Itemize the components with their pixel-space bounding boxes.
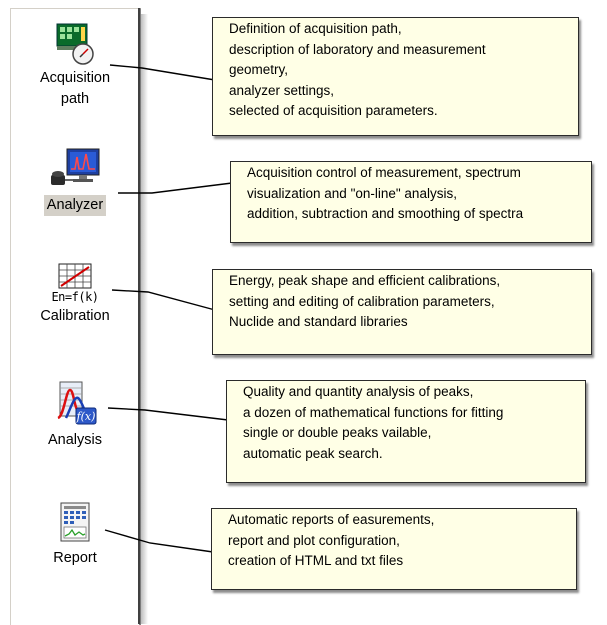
callout-acquisition: Definition of acquisition path, descript… bbox=[212, 17, 579, 136]
callout-line: geometry, bbox=[229, 62, 289, 77]
report-icon bbox=[60, 502, 90, 542]
callout-line: selected of acquisition parameters. bbox=[229, 103, 438, 118]
tool-label-calibration: Calibration bbox=[40, 308, 110, 324]
callout-line: analyzer settings, bbox=[229, 82, 335, 98]
calibration-icon-text: En=f(k) bbox=[51, 290, 99, 304]
callout-line: description of laboratory and measuremen… bbox=[229, 41, 486, 57]
tool-label-report: Report bbox=[53, 550, 97, 566]
tool-label-analysis: Analysis bbox=[48, 432, 102, 448]
connector-acquisition bbox=[109, 64, 216, 81]
tool-label-analyzer: Analyzer bbox=[43, 195, 107, 216]
callout-report: Automatic reports of easurements, report… bbox=[211, 508, 577, 590]
callout-line: single or double peaks vailable, bbox=[243, 425, 432, 440]
callout-line: Acquisition control of measurement, spec… bbox=[247, 165, 521, 180]
tool-report[interactable]: Report bbox=[12, 500, 138, 569]
callout-line: Quality and quantity analysis of peaks, bbox=[243, 384, 474, 399]
tool-calibration[interactable]: En=f(k) Calibration bbox=[12, 262, 138, 327]
callout-line: creation of HTML and txt files bbox=[228, 553, 404, 568]
connector-analyzer bbox=[118, 182, 233, 194]
callout-line: addition, subtraction and smoothing of s… bbox=[247, 206, 524, 221]
acquisition-path-icon bbox=[56, 23, 94, 65]
callout-analyzer: Acquisition control of measurement, spec… bbox=[230, 161, 592, 243]
analyzer-icon bbox=[51, 148, 100, 185]
tool-acquisition-path[interactable]: Acquisition path bbox=[12, 20, 138, 110]
callout-line: a dozen of mathematical functions for fi… bbox=[243, 404, 504, 420]
callout-line: setting and editing of calibration param… bbox=[229, 293, 495, 309]
connector-analysis bbox=[107, 407, 229, 421]
tool-label-acquisition-line2: path bbox=[60, 91, 90, 107]
tool-label-acquisition: Acquisition path bbox=[12, 68, 138, 110]
callout-line: Definition of acquisition path, bbox=[229, 21, 402, 36]
calibration-icon bbox=[58, 263, 92, 289]
svg-text:f(x): f(x) bbox=[76, 410, 96, 423]
callout-line: Nuclide and standard libraries bbox=[229, 314, 408, 329]
tool-analysis[interactable]: f(x) Analysis bbox=[12, 380, 138, 451]
connector-calibration bbox=[111, 289, 216, 311]
panel-divider bbox=[138, 8, 140, 624]
connector-report bbox=[104, 529, 214, 553]
tool-label-acquisition-line1: Acquisition bbox=[39, 70, 111, 86]
tool-analyzer[interactable]: Analyzer bbox=[12, 145, 138, 216]
callout-line: Automatic reports of easurements, bbox=[228, 512, 435, 527]
callout-line: Energy, peak shape and efficient calibra… bbox=[229, 273, 501, 288]
callout-line: visualization and "on-line" analysis, bbox=[247, 185, 457, 201]
callout-analysis: Quality and quantity analysis of peaks, … bbox=[226, 380, 586, 483]
callout-line: report and plot configuration, bbox=[228, 532, 400, 548]
panel-shadow bbox=[140, 14, 148, 624]
callout-calibration: Energy, peak shape and efficient calibra… bbox=[212, 269, 592, 355]
callout-line: automatic peak search. bbox=[243, 445, 383, 461]
analysis-icon: f(x) bbox=[57, 381, 97, 425]
